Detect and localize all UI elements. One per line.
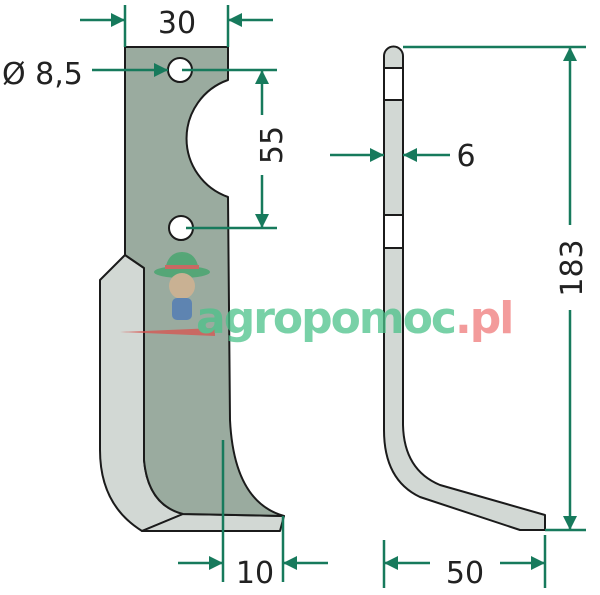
watermark-logo: agropomoc.pl [120,252,514,344]
blade-body [124,46,285,517]
dim-hole-diameter: Ø 8,5 [2,57,83,92]
dim-width-top: 30 [158,6,196,41]
watermark-suffix: .pl [455,293,512,344]
watermark-wordmark: agropomoc.pl [196,293,512,344]
dim-hole-spacing: 55 [255,126,290,164]
dim-bend-length: 50 [446,556,484,591]
side-hole-bottom [383,214,404,249]
dim-height: 183 [555,239,590,296]
dim-thickness: 6 [456,139,475,174]
watermark-text: agropomoc [196,293,455,344]
dim-tip-width: 10 [236,556,274,591]
blade-side-profile [383,45,546,531]
front-view [99,46,285,532]
side-view [383,45,546,531]
side-hole-top [383,67,404,101]
dimension-lines [80,5,586,588]
